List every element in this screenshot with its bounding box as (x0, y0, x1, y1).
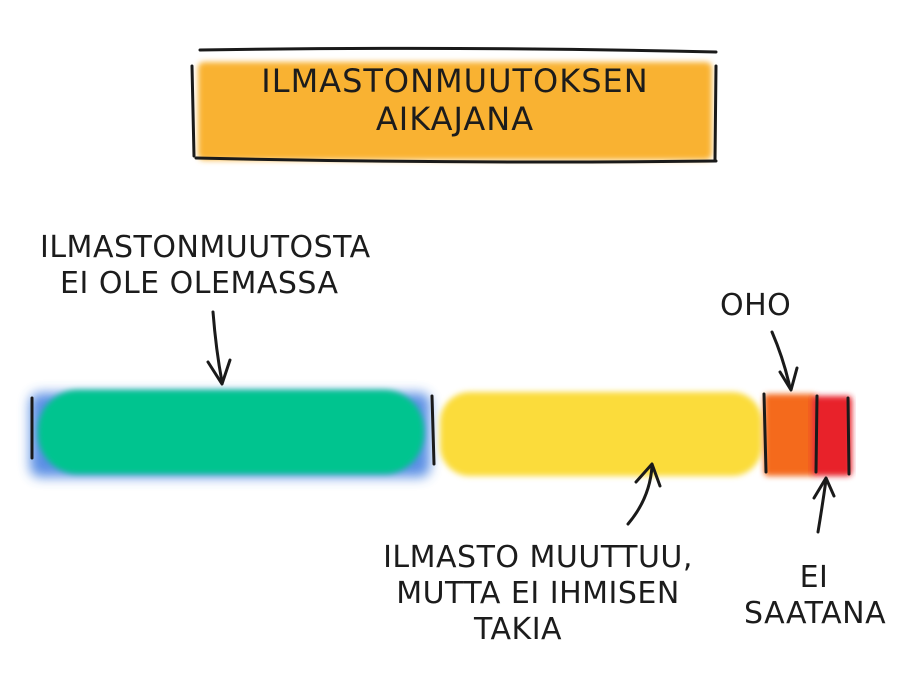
title-frame-bottom (194, 156, 718, 164)
annotation-yellow-line-3: TAKIA (474, 612, 563, 647)
annotation-orange: OHO (720, 288, 791, 324)
segment-yellow (440, 392, 762, 476)
annotation-green-line-2: EI OLE OLEMASSA (60, 266, 339, 301)
page-title: ILMASTONMUUTOKSEN AIKAJANA (190, 62, 720, 138)
annotation-yellow: ILMASTO MUUTTUU, MUTTA EI IHMISEN TAKIA (378, 540, 698, 648)
tick-orange-red (814, 394, 819, 474)
annotation-green-line-1: ILMASTONMUUTOSTA (40, 230, 371, 265)
title-frame-right (713, 64, 718, 162)
title-highlight (198, 62, 712, 160)
arrow-yellow (626, 462, 662, 526)
annotation-red: EI SAATANA (744, 560, 887, 632)
arrow-orange (770, 330, 799, 392)
tick-green-yellow (430, 394, 436, 466)
tick-end (846, 396, 851, 476)
annotation-yellow-line-2: MUTTA EI IHMISEN (396, 576, 680, 611)
annotation-red-line-2: SAATANA (744, 596, 887, 631)
annotation-green: ILMASTONMUUTOSTA EI OLE OLEMASSA (40, 230, 371, 302)
annotation-yellow-line-1: ILMASTO MUUTTUU, (383, 540, 693, 575)
title-line-2: AIKAJANA (375, 100, 535, 138)
arrow-red (812, 476, 836, 534)
title-line-1: ILMASTONMUUTOKSEN (261, 62, 649, 100)
title-frame-top (198, 46, 718, 54)
segment-red (812, 396, 852, 476)
annotation-orange-line-1: OHO (720, 288, 792, 323)
title-frame-left (190, 64, 196, 158)
segment-orange (764, 394, 816, 476)
annotation-red-line-1: EI (799, 560, 829, 595)
tick-yellow-orange (762, 392, 768, 474)
arrow-green (206, 310, 232, 386)
segment-green (38, 390, 424, 474)
